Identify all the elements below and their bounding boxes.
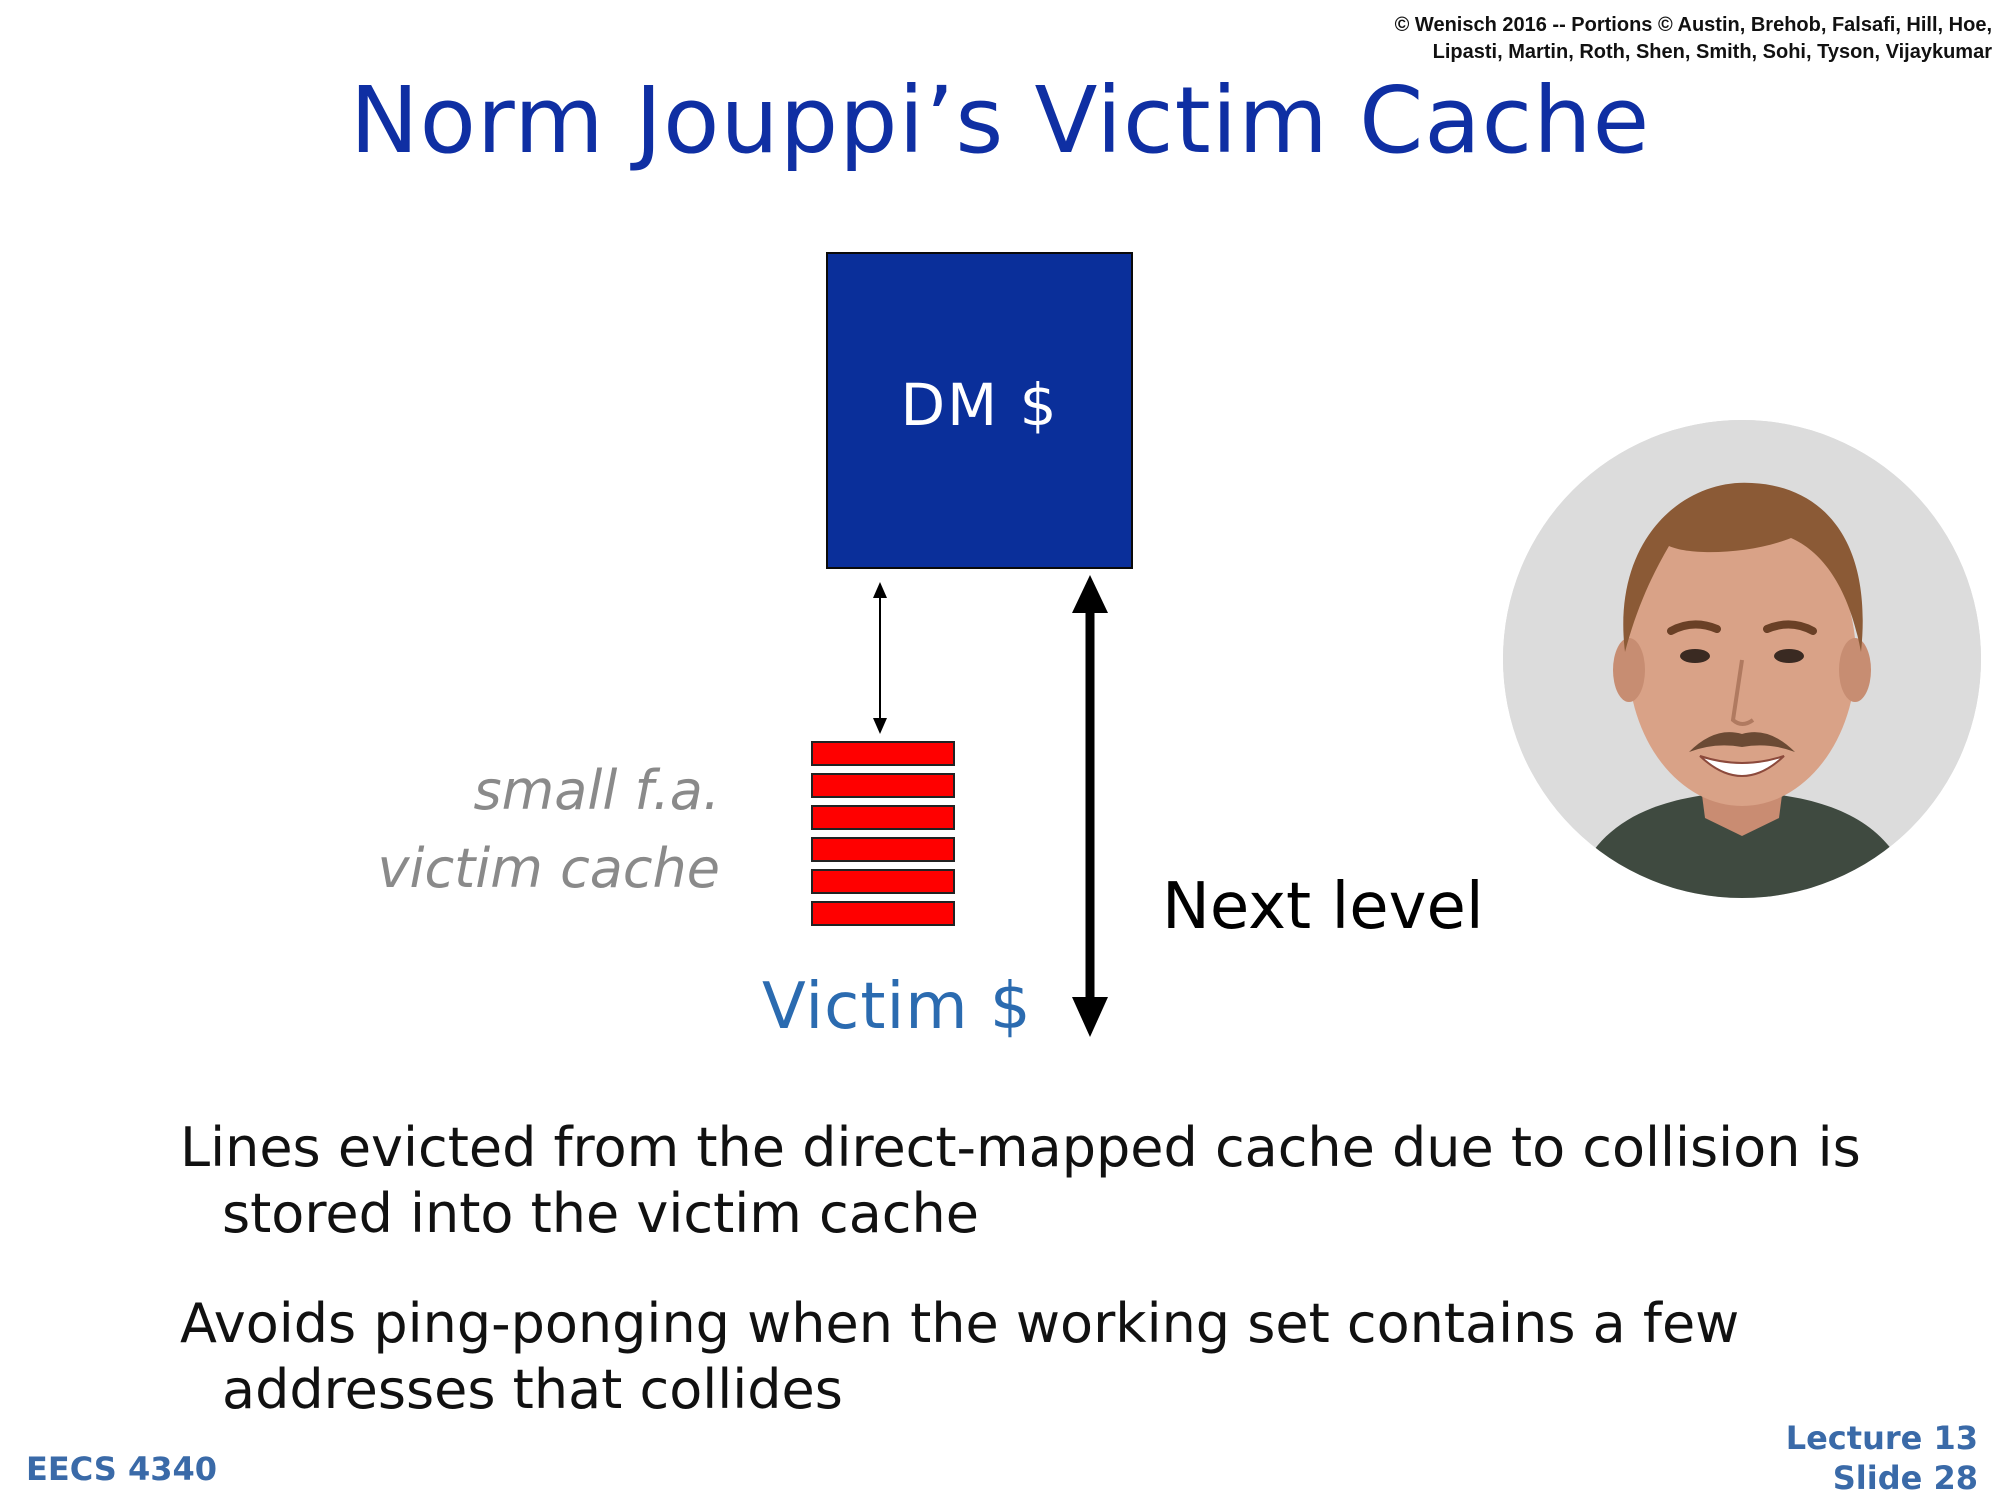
slide-number: Slide 28 (1832, 1459, 1978, 1497)
course-label: EECS 4340 (26, 1450, 218, 1488)
victim-cache-line (811, 837, 955, 862)
bullet-point-1: Lines evicted from the direct-mapped cac… (180, 1116, 1861, 1245)
copyright-notice: © Wenisch 2016 -- Portions © Austin, Bre… (892, 12, 1992, 66)
victim-cache-description: small f.a. victim cache (300, 752, 720, 908)
dm-cache-box: DM $ (826, 252, 1133, 569)
next-level-arrow (1072, 575, 1108, 1037)
portrait-illustration (1503, 420, 1981, 898)
victim-description-line-2: victim cache (377, 837, 720, 900)
lecture-number: Lecture 13 (1785, 1419, 1978, 1457)
copyright-line-1: © Wenisch 2016 -- Portions © Austin, Bre… (1394, 14, 1992, 36)
dm-cache-label: DM $ (900, 370, 1059, 439)
next-level-label: Next level (1162, 870, 1484, 944)
slide-title: Norm Jouppi’s Victim Cache (349, 67, 1651, 174)
victim-cache-line (811, 901, 955, 926)
dm-victim-arrow (873, 582, 887, 734)
victim-description-line-1: small f.a. (473, 759, 720, 822)
slide-info: Lecture 13 Slide 28 (1786, 1418, 1978, 1498)
victim-cache-line (811, 869, 955, 894)
bullet-point-2: Avoids ping-ponging when the working set… (180, 1292, 1740, 1421)
victim-cache-line (811, 805, 955, 830)
victim-cache-stack (811, 741, 955, 926)
portrait-photo (1503, 420, 1981, 898)
victim-cache-line (811, 773, 955, 798)
victim-cache-line (811, 741, 955, 766)
copyright-line-2: Lipasti, Martin, Roth, Shen, Smith, Sohi… (1432, 41, 1992, 63)
victim-cache-label: Victim $ (762, 970, 1032, 1044)
